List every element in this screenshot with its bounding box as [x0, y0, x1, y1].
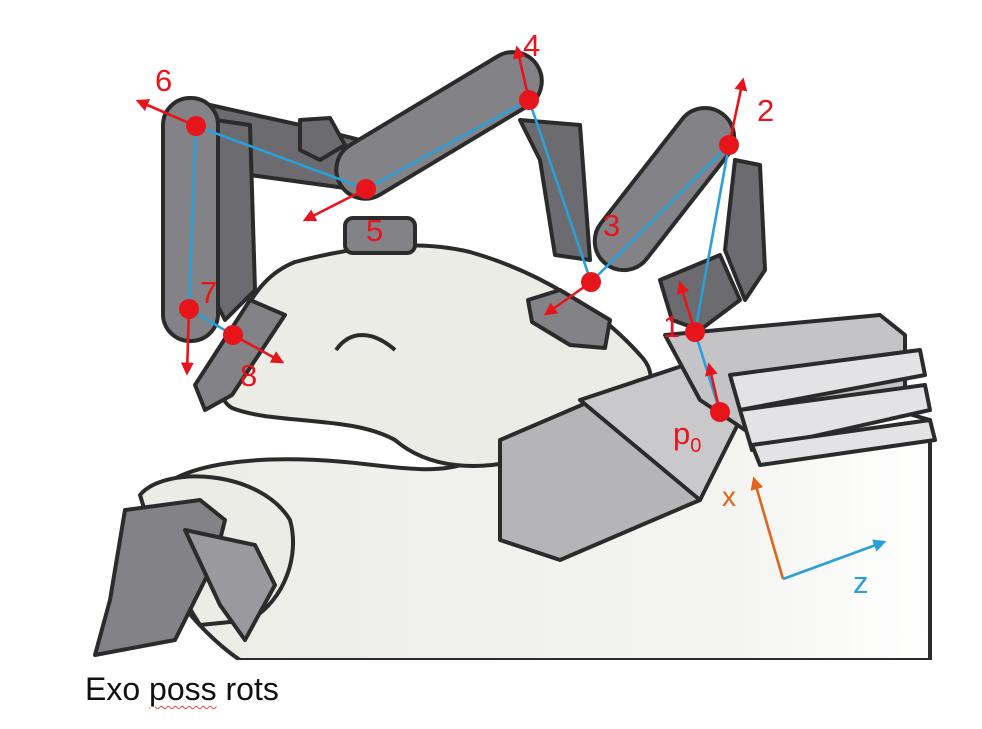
back-plate [723, 158, 767, 302]
joint-label-3: 3 [603, 208, 620, 243]
figure-caption: Exo poss rots [85, 671, 279, 708]
joint-point-6 [186, 116, 206, 136]
joint-point-2 [719, 135, 739, 155]
joint-label-1: 1 [663, 309, 680, 344]
joint-point-1 [685, 322, 705, 342]
joint-point-3 [581, 272, 601, 292]
back-plate [213, 118, 257, 322]
base-rail [738, 383, 932, 452]
link-4-5 [334, 50, 544, 201]
joint-label-5: 5 [366, 213, 383, 248]
x-axis-arrow [750, 476, 785, 580]
caption-word-misspelled: poss [149, 671, 217, 707]
origin-label-base: p [673, 416, 690, 451]
link-2-3 [592, 106, 737, 273]
origin-label-subscript: 0 [690, 435, 701, 457]
coordinate-axes: x z [722, 476, 887, 600]
joint-point-5 [356, 179, 376, 199]
x-axis-label: x [722, 481, 736, 512]
joint-point-7 [179, 299, 199, 319]
joint-point-p0 [710, 402, 730, 422]
back-plate [518, 118, 592, 262]
joint-point-4 [519, 90, 539, 110]
back-plate [298, 116, 347, 162]
exoskeleton [93, 50, 937, 657]
joint-label-8: 8 [240, 358, 257, 393]
base-rail [750, 418, 937, 467]
joint-arrow-6 [135, 99, 197, 128]
caption-word: rots [225, 671, 279, 707]
joint-point-8 [223, 325, 243, 345]
caption-word: Exo [85, 671, 141, 707]
joint-arrow-5 [302, 187, 367, 222]
joint-arrow-7 [180, 308, 194, 376]
link-6-7 [161, 96, 220, 343]
exoskeleton-diagram: 1 2 3 4 5 6 7 8 p0 x z [93, 28, 937, 660]
joint-label-6: 6 [155, 63, 172, 98]
joint-label-7: 7 [200, 275, 217, 310]
joint-arrow-2 [727, 77, 748, 146]
back-plate [658, 253, 742, 332]
thumb-brace-pad [183, 528, 277, 642]
origin-label-p0: p0 [673, 416, 701, 457]
z-axis-arrow [782, 539, 887, 581]
joint-labels: 1 2 3 4 5 6 7 8 p0 [155, 28, 774, 457]
base-rail [728, 348, 927, 412]
joint-points [179, 90, 739, 422]
finger-crease [334, 333, 397, 352]
z-axis-label: z [853, 565, 869, 600]
finger-ring [343, 216, 417, 255]
fingertip-cap [193, 298, 287, 412]
joint-label-4: 4 [523, 28, 540, 63]
joint-label-2: 2 [757, 93, 774, 128]
